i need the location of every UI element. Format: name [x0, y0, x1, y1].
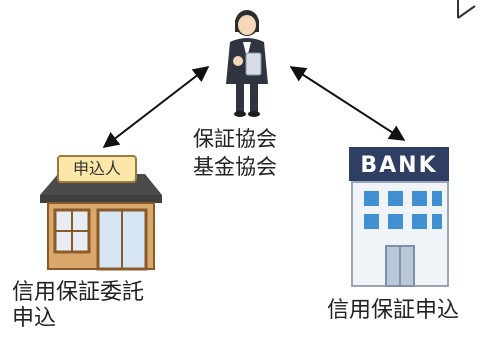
center-label-line2: 基金協会: [193, 155, 277, 180]
shop-caption-line1: 信用保証委託: [12, 280, 145, 305]
shop-icon: [40, 155, 162, 271]
arrow-left: [102, 66, 210, 148]
bank-icon: [349, 147, 449, 287]
center-label-line1: 保証協会: [193, 127, 277, 151]
bank-sign-text: BANK: [360, 153, 437, 178]
arrow-right: [289, 66, 406, 141]
shop-caption-line2: 申込: [12, 306, 57, 332]
businesswoman-icon: [226, 10, 268, 117]
applicant-sign-label: 申込人: [72, 159, 121, 178]
shop-caption: 信用保証委託 申込: [12, 280, 144, 333]
center-label: 保証協会 基金協会: [193, 125, 277, 182]
bank-caption: 信用保証申込: [327, 298, 460, 323]
corner-frame: [457, 0, 476, 19]
